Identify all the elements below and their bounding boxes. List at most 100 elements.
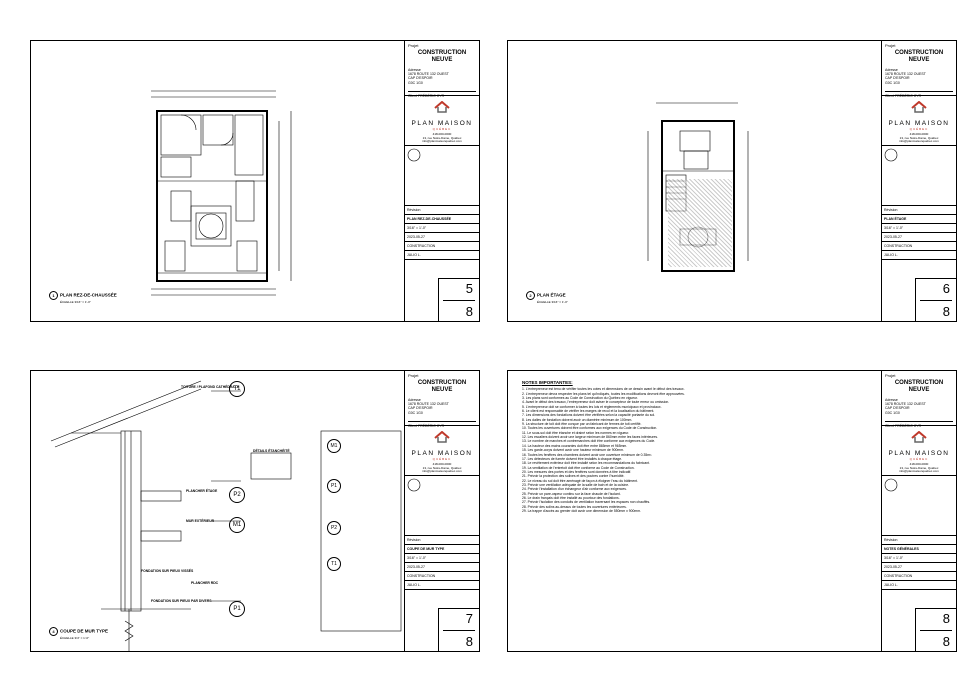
address-block: Adresse 1678 ROUTE 132 OUEST CAP D'ESPOI… [408, 68, 476, 85]
client-label: Client [885, 423, 894, 428]
brand-name: PLAN MAISON [411, 450, 473, 457]
note-item: 4. Avant le début des travaux, l'entrepr… [522, 400, 670, 405]
title-notes [405, 146, 479, 206]
legend-tag: P2 [327, 521, 341, 535]
address-block: Adresse 1678 ROUTE 132 OUEST CAP D'ESPOI… [408, 398, 476, 415]
brand-sub: QUÉBEC [909, 457, 929, 461]
sheet-coupe-mur: TOITURE / PLAFOND CATHÉDRALE PLANCHER ÉT… [30, 370, 480, 652]
contact-address: 13, rue Notre-Dame, Québec [899, 135, 939, 140]
address-line: G0C 1G0 [885, 410, 900, 415]
note-item: 24. Prévoir l'installation d'un échangeu… [522, 487, 627, 492]
client-name: FRÉDÉRIC CYR [894, 93, 922, 98]
date-value: 2023-05-27 [405, 563, 479, 572]
scale-value: 3/16" = 1'-0" [882, 224, 956, 233]
approval-stamp-icon [884, 148, 898, 162]
legend-tag: T1 [327, 557, 341, 571]
contact-info: 418-000-0000 13, rue Notre-Dame, Québec … [882, 132, 956, 144]
client-name: FRÉDÉRIC CYR [894, 423, 922, 428]
client-label: Client [408, 93, 417, 98]
sheet-notes: NOTES IMPORTANTES: 1. L'entrepreneur est… [507, 370, 957, 652]
title-rows: Révision NOTES GÉNÉRALES 3/16" = 1'-0" 2… [882, 536, 956, 590]
address-block: Adresse 1678 ROUTE 132 OUEST CAP D'ESPOI… [885, 398, 953, 415]
client-block: Client FRÉDÉRIC CYR [408, 420, 476, 429]
wall-tag: T1 [229, 381, 245, 397]
note-item: 23. Prévoir une ventilation adéquate de … [522, 482, 630, 487]
legend-tag: P1 [327, 479, 341, 493]
note-item: 21. Prévoir la protection des solives et… [522, 474, 625, 479]
caption-number: 1 [49, 291, 58, 300]
title-block: Projet CONSTRUCTION NEUVE Adresse 1678 R… [882, 371, 956, 651]
company-logo: PLAN MAISON QUÉBEC 418-000-0000 13, rue … [405, 96, 479, 146]
note-item: 3. Les plans sont conformes au Code de C… [522, 396, 638, 401]
caption-title: COUPE DE MUR TYPE [60, 628, 109, 634]
client-name: FRÉDÉRIC CYR [417, 423, 445, 428]
note-item: 17. Les détecteurs de fumée doivent être… [522, 456, 623, 461]
address-line: CAP D'ESPOIR [885, 406, 910, 411]
note-item: 15. Les garde-corps doivent avoir une ha… [522, 448, 624, 453]
page-number-box: 5 8 [438, 278, 479, 321]
contact-address: 13, rue Notre-Dame, Québec [422, 465, 462, 470]
note-item: 9. La structure de toit doit être conçue… [522, 422, 642, 427]
caption-title: PLAN ÉTAGE [537, 292, 566, 298]
project-name: CONSTRUCTION NEUVE [894, 50, 944, 63]
company-logo: PLAN MAISON QUÉBEC 418-000-0000 13, rue … [882, 426, 956, 476]
note-item: 8. Les dalles de fondation doivent avoir… [522, 417, 633, 422]
caption-scale: ÉCHELLE 3/16" = 1'-0" [60, 300, 91, 304]
address-line: 1678 ROUTE 132 OUEST [885, 402, 926, 407]
revision-row: Révision [405, 536, 479, 545]
brand-sub: QUÉBEC [432, 127, 452, 131]
note-item: 12. Les escaliers doivent avoir une larg… [522, 435, 659, 440]
contact-info: 418-000-0000 13, rue Notre-Dame, Québec … [882, 462, 956, 474]
note-item: 13. Le nombre de marches et contremarche… [522, 439, 656, 444]
date-value: 2023-05-27 [405, 233, 479, 242]
title-notes [882, 146, 956, 206]
contact-phone: 418-000-0000 [432, 462, 452, 466]
status-value: CONSTRUCTION [882, 242, 956, 251]
brand-sub: QUÉBEC [432, 457, 452, 461]
house-logo-icon [434, 430, 450, 443]
brand-name: PLAN MAISON [411, 120, 473, 127]
address-label: Adresse [885, 398, 898, 402]
drawn-by-value: JULIO L. [405, 581, 479, 590]
sheet-title: PLAN ÉTAGE [882, 215, 956, 224]
address-line: 1678 ROUTE 132 OUEST [408, 72, 449, 77]
contact-email: info@planmaisonquebec.com [422, 469, 462, 474]
open-to-below-area [668, 179, 732, 267]
wall-tag: P1 [229, 601, 245, 617]
page-total: 8 [942, 304, 950, 319]
note-item: 20. Les mesures des portes et des fenêtr… [522, 469, 632, 474]
title-notes [882, 476, 956, 536]
house-logo-icon [434, 100, 450, 113]
revision-row: Révision [882, 536, 956, 545]
project-name: CONSTRUCTION NEUVE [417, 50, 467, 63]
contact-email: info@planmaisonquebec.com [899, 469, 939, 474]
brand-name: PLAN MAISON [888, 120, 950, 127]
address-line: 1678 ROUTE 132 OUEST [408, 402, 449, 407]
page-total: 8 [465, 634, 473, 649]
title-rows: Révision PLAN ÉTAGE 3/16" = 1'-0" 2023-0… [882, 206, 956, 260]
note-item: 16. Toutes les fenêtres des chambres doi… [522, 452, 653, 457]
title-block: Projet CONSTRUCTION NEUVE Adresse 1678 R… [882, 41, 956, 321]
note-item: 18. Le revêtement extérieur doit être in… [522, 461, 650, 466]
page-total: 8 [942, 634, 950, 649]
page-number-box: 6 8 [915, 278, 956, 321]
contact-info: 418-000-0000 13, rue Notre-Dame, Québec … [405, 132, 479, 144]
note-item: 19. La ventilation de l'entretoit doit ê… [522, 465, 635, 470]
note-item: 27. Prévoir l'isolation des conduits de … [522, 500, 651, 505]
address-label: Adresse [408, 68, 421, 72]
company-logo: PLAN MAISON QUÉBEC 418-000-0000 13, rue … [882, 96, 956, 146]
address-block: Adresse 1678 ROUTE 132 OUEST CAP D'ESPOI… [885, 68, 953, 85]
general-notes: NOTES IMPORTANTES: 1. L'entrepreneur est… [522, 380, 873, 513]
note-item: 25. Prévoir un pare-vapeur continu sur l… [522, 491, 621, 496]
sheet-title: NOTES GÉNÉRALES [882, 545, 956, 554]
title-block: Projet CONSTRUCTION NEUVE Adresse 1678 R… [405, 371, 479, 651]
drawn-by-value: JULIO L. [405, 251, 479, 260]
section-label-roof: TOITURE / PLAFOND CATHÉDRALE [181, 385, 240, 389]
page-number-box: 7 8 [438, 608, 479, 651]
caption-number: 4 [49, 627, 58, 636]
